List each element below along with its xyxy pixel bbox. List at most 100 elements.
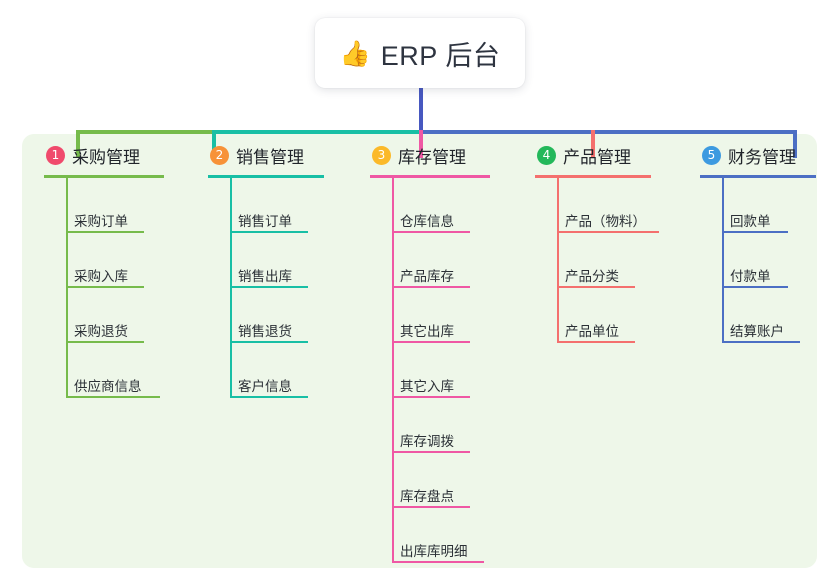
- branch-item-label: 客户信息: [238, 379, 292, 394]
- branch-title: 库存管理: [398, 147, 466, 167]
- drop-connector-1: [76, 130, 80, 158]
- thumbs-up-icon: 👍: [339, 39, 371, 68]
- branch-header-5[interactable]: 5 财务管理: [700, 143, 816, 167]
- branch-header-rule: [535, 175, 651, 178]
- branch-item-list: 仓库信息产品库存其它出库其它入库库存调拨库存盘点出库库明细: [370, 178, 490, 563]
- branch-item-label: 产品（物料）: [565, 214, 646, 229]
- root-node-label: ERP 后台: [380, 40, 501, 71]
- branch-item-rule: [392, 506, 470, 508]
- branch-header-rule: [700, 175, 816, 178]
- branch-item[interactable]: 其它出库: [370, 288, 490, 343]
- branch-item-rule: [66, 286, 144, 288]
- branch-number-badge: 4: [537, 145, 556, 165]
- branch-item[interactable]: 采购订单: [44, 178, 164, 233]
- branch-number-badge: 5: [702, 145, 721, 165]
- branch-header-2[interactable]: 2 销售管理: [208, 143, 324, 167]
- branch-item[interactable]: 产品库存: [370, 233, 490, 288]
- branch-item[interactable]: 采购入库: [44, 233, 164, 288]
- branch-number-badge: 3: [372, 145, 391, 165]
- branch-item[interactable]: 仓库信息: [370, 178, 490, 233]
- branch-item[interactable]: 供应商信息: [44, 343, 164, 398]
- branch-item-rule: [392, 396, 470, 398]
- branch-item[interactable]: 采购退货: [44, 288, 164, 343]
- branch-item-label: 采购退货: [74, 324, 128, 339]
- branch-item-label: 销售订单: [238, 214, 292, 229]
- branch-item[interactable]: 销售订单: [208, 178, 324, 233]
- branch-item-rule: [230, 286, 308, 288]
- branch-header-rule: [44, 175, 164, 178]
- drop-connector-2: [212, 130, 216, 158]
- branch-item[interactable]: 客户信息: [208, 343, 324, 398]
- branch-item-label: 其它出库: [400, 324, 454, 339]
- branch-item[interactable]: 销售退货: [208, 288, 324, 343]
- branch-item[interactable]: 回款单: [700, 178, 816, 233]
- branch-item[interactable]: 产品分类: [535, 233, 651, 288]
- branch-item-rule: [392, 286, 470, 288]
- root-node-card[interactable]: 👍 ERP 后台: [315, 18, 525, 88]
- branch-item-rule: [557, 286, 635, 288]
- branch-spine: [722, 178, 724, 343]
- branch-item-rule: [230, 341, 308, 343]
- branch-spine: [392, 178, 394, 563]
- branch-number-badge: 2: [210, 145, 229, 165]
- branch-item-label: 库存盘点: [400, 489, 454, 504]
- branch-item-label: 付款单: [730, 269, 771, 284]
- bus-segment-2: [214, 130, 421, 134]
- bus-segment-1: [76, 130, 214, 134]
- branch-item-label: 出库库明细: [400, 544, 468, 559]
- branch-item-label: 库存调拨: [400, 434, 454, 449]
- branch-item[interactable]: 产品（物料）: [535, 178, 659, 233]
- branch-item-label: 产品库存: [400, 269, 454, 284]
- branch-item-label: 产品分类: [565, 269, 619, 284]
- branch-item[interactable]: 出库库明细: [370, 508, 490, 563]
- drop-connector-4: [591, 130, 595, 158]
- branch-item-rule: [557, 231, 659, 233]
- branch-title: 产品管理: [563, 147, 631, 167]
- branch-item[interactable]: 库存调拨: [370, 398, 490, 453]
- branch-item[interactable]: 付款单: [700, 233, 816, 288]
- branch-item-label: 产品单位: [565, 324, 619, 339]
- branch-item[interactable]: 其它入库: [370, 343, 490, 398]
- branch-item-rule: [392, 451, 470, 453]
- branch-item-rule: [230, 396, 308, 398]
- branch-item-label: 采购订单: [74, 214, 128, 229]
- branch-item-rule: [66, 231, 144, 233]
- branch-header-rule: [208, 175, 324, 178]
- branch-item-rule: [392, 231, 470, 233]
- branch-item[interactable]: 产品单位: [535, 288, 651, 343]
- branch-header-3[interactable]: 3 库存管理: [370, 143, 490, 167]
- branch-item-label: 仓库信息: [400, 214, 454, 229]
- branch-title: 采购管理: [72, 147, 140, 167]
- branch-item[interactable]: 库存盘点: [370, 453, 490, 508]
- bus-segment-3: [419, 130, 797, 134]
- branch-item[interactable]: 结算账户: [700, 288, 816, 343]
- branch-item-rule: [722, 341, 800, 343]
- drop-connector-3: [419, 130, 423, 158]
- branch-spine: [557, 178, 559, 343]
- branch-column-4: 4 产品管理产品（物料） 产品分类产品单位: [535, 143, 659, 343]
- branches-panel: [22, 134, 817, 568]
- branch-item-rule: [557, 341, 635, 343]
- branch-item-label: 结算账户: [730, 324, 784, 339]
- branch-item-label: 销售出库: [238, 269, 292, 284]
- branch-item[interactable]: 销售出库: [208, 233, 324, 288]
- branch-item-rule: [392, 341, 470, 343]
- branch-item-label: 其它入库: [400, 379, 454, 394]
- branch-item-rule: [722, 286, 788, 288]
- branch-column-5: 5 财务管理回款单付款单结算账户: [700, 143, 816, 343]
- branch-item-rule: [66, 341, 144, 343]
- branch-item-list: 回款单付款单结算账户: [700, 178, 816, 343]
- branch-item-list: 产品（物料） 产品分类产品单位: [535, 178, 659, 343]
- branch-item-rule: [66, 396, 160, 398]
- branch-item-list: 采购订单采购入库采购退货供应商信息: [44, 178, 164, 398]
- branch-title: 财务管理: [728, 147, 796, 167]
- branch-title: 销售管理: [236, 147, 304, 167]
- branch-item-label: 采购入库: [74, 269, 128, 284]
- branch-item-label: 销售退货: [238, 324, 292, 339]
- branch-column-3: 3 库存管理仓库信息产品库存其它出库其它入库库存调拨库存盘点出库库明细: [370, 143, 490, 563]
- branch-header-4[interactable]: 4 产品管理: [535, 143, 651, 167]
- branch-item-label: 回款单: [730, 214, 771, 229]
